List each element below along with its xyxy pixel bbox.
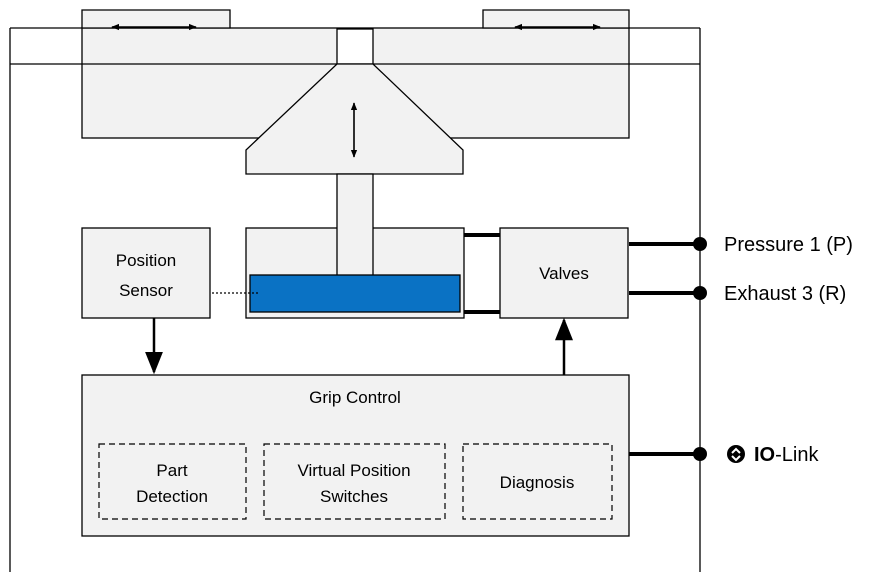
io-link-port-dot (693, 447, 707, 461)
exhaust-port-label: Exhaust 3 (R) (724, 283, 846, 305)
part-detection-box (98, 443, 247, 520)
io-link-icon (727, 445, 745, 463)
virtual-switches-label-2: Switches (320, 487, 388, 506)
position-sensor-box (81, 227, 211, 319)
valves-label: Valves (539, 264, 589, 283)
grip-control-label: Grip Control (309, 388, 401, 407)
center-slot (336, 28, 374, 65)
io-link-label-rest: -Link (775, 444, 819, 466)
piston (249, 274, 461, 313)
part-detection-label-2: Detection (136, 487, 208, 506)
pressure-port-dot (693, 237, 707, 251)
virtual-switches-label-1: Virtual Position (297, 461, 410, 480)
virtual-switches-box (263, 443, 446, 520)
position-sensor-label-1: Position (116, 251, 176, 270)
io-link-label: IO-Link (754, 444, 819, 466)
housing (9, 27, 701, 572)
part-detection-label-1: Part (156, 461, 187, 480)
exhaust-port-dot (693, 286, 707, 300)
diagnosis-box (462, 443, 613, 520)
position-sensor-label-2: Sensor (119, 281, 173, 300)
diagnosis-label: Diagnosis (500, 473, 575, 492)
piston-rod (336, 173, 374, 277)
io-link-label-bold: IO (754, 444, 775, 466)
pressure-port-label: Pressure 1 (P) (724, 234, 853, 256)
grip-control-box (81, 374, 630, 537)
